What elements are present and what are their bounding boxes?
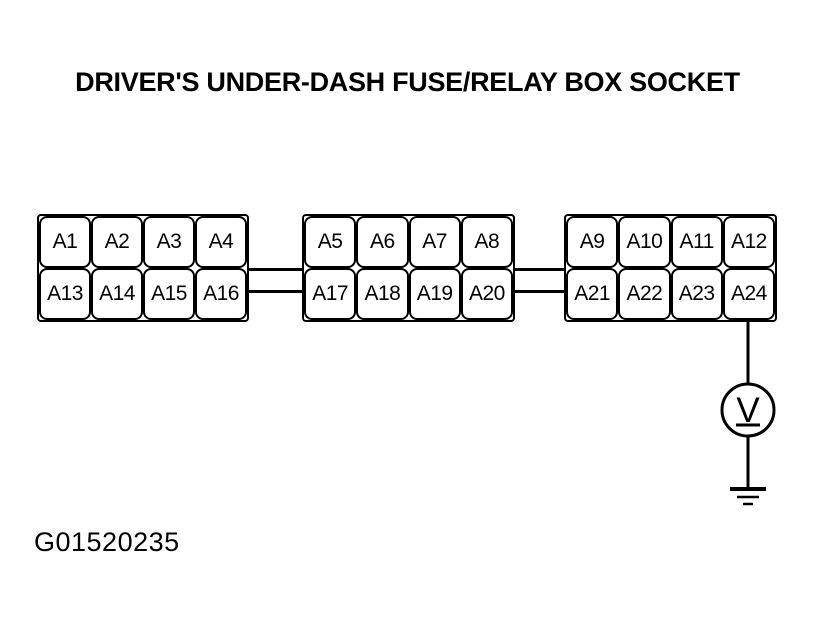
wire-block1-block2-lower bbox=[247, 290, 304, 293]
page-title: DRIVER'S UNDER-DASH FUSE/RELAY BOX SOCKE… bbox=[75, 67, 740, 97]
socket-cell-a22: A22 bbox=[618, 268, 671, 320]
ground-icon bbox=[730, 487, 766, 506]
socket-cell-a3: A3 bbox=[143, 216, 195, 268]
socket-cell-a13: A13 bbox=[39, 268, 91, 320]
wire-block1-block2-upper bbox=[247, 268, 304, 271]
voltmeter-icon: V bbox=[720, 382, 776, 438]
socket-cell-a10: A10 bbox=[618, 216, 671, 268]
figure-id: G01520235 bbox=[34, 527, 180, 557]
wire-block2-block3-upper bbox=[513, 268, 566, 271]
socket-cell-a11: A11 bbox=[670, 216, 723, 268]
socket-cell-a1: A1 bbox=[39, 216, 91, 268]
socket-cell-a6: A6 bbox=[356, 216, 409, 268]
socket-cell-a9: A9 bbox=[566, 216, 619, 268]
socket-cell-a23: A23 bbox=[670, 268, 723, 320]
socket-cell-a14: A14 bbox=[91, 268, 143, 320]
socket-cell-a12: A12 bbox=[722, 216, 775, 268]
socket-cell-a20: A20 bbox=[460, 268, 513, 320]
socket-cell-a19: A19 bbox=[408, 268, 461, 320]
socket-cell-a18: A18 bbox=[356, 268, 409, 320]
socket-cell-a4: A4 bbox=[195, 216, 247, 268]
socket-cell-a7: A7 bbox=[408, 216, 461, 268]
socket-cell-a5: A5 bbox=[304, 216, 357, 268]
socket-cell-a21: A21 bbox=[566, 268, 619, 320]
wire-block2-block3-lower bbox=[513, 290, 566, 293]
socket-cell-a15: A15 bbox=[143, 268, 195, 320]
socket-cell-a8: A8 bbox=[460, 216, 513, 268]
socket-cell-a24: A24 bbox=[722, 268, 775, 320]
socket-cell-a16: A16 bbox=[195, 268, 247, 320]
socket-cell-a2: A2 bbox=[91, 216, 143, 268]
socket-cell-a17: A17 bbox=[304, 268, 357, 320]
voltmeter-ground-figure: V bbox=[720, 320, 776, 506]
